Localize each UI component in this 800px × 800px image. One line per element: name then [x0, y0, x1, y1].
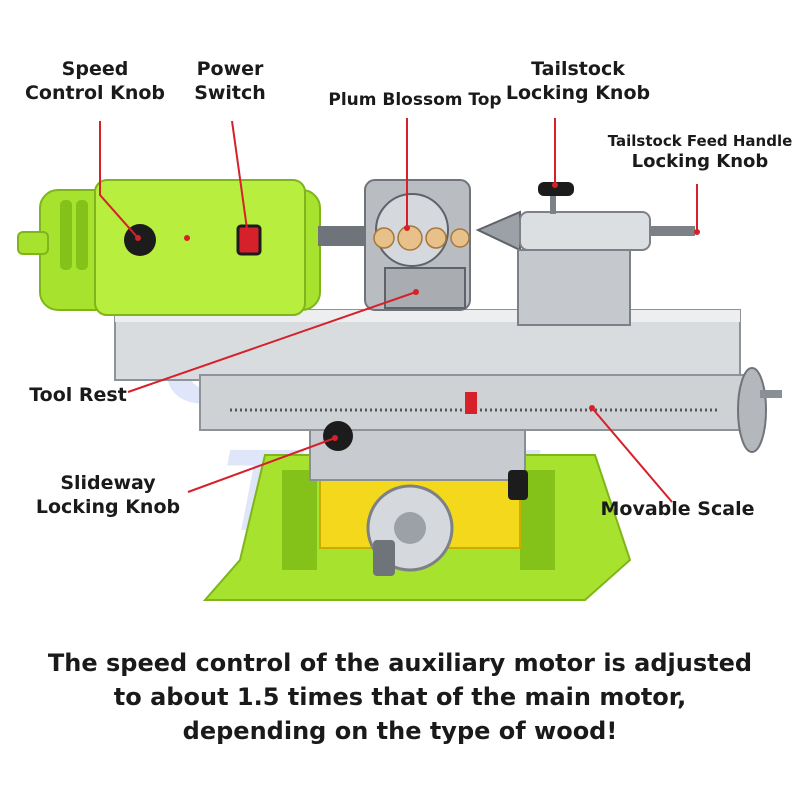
callout-tool-rest — [127, 291, 417, 393]
label-tailstock-locking-knob: Tailstock Locking Knob — [505, 58, 651, 104]
callout-slideway — [187, 437, 336, 493]
callout-lines — [99, 118, 698, 503]
label-movable-scale: Movable Scale — [600, 498, 755, 520]
slideway-locking-knob-icon — [323, 421, 353, 451]
callout-dots — [135, 182, 700, 441]
callout-scale — [591, 407, 673, 503]
label-power-switch: Power Switch — [194, 58, 266, 104]
base-slot-left — [282, 470, 317, 570]
end-handwheel — [737, 367, 767, 453]
label-tool-rest: Tool Rest — [29, 384, 127, 406]
caption-text: The speed control of the auxiliary motor… — [47, 649, 753, 746]
label-plum-blossom-top: Plum Blossom Top — [328, 90, 502, 110]
tool-rest — [384, 267, 466, 309]
power-switch-icon — [236, 224, 262, 256]
callout-speed — [99, 121, 139, 239]
tailstock-body — [519, 211, 651, 251]
label-speed-control-knob: Speed Control Knob — [24, 58, 166, 104]
label-slideway-locking-knob: Slideway Locking Knob — [35, 472, 181, 518]
plum-blossom-top-icon — [397, 225, 423, 251]
tailstock-center — [475, 210, 521, 252]
tailstock-locking-knob-icon — [538, 182, 574, 196]
label-tailstock-feed-handle-locking-knob: Tailstock Feed Handle Locking Knob — [607, 132, 793, 172]
callout-power — [231, 120, 249, 237]
